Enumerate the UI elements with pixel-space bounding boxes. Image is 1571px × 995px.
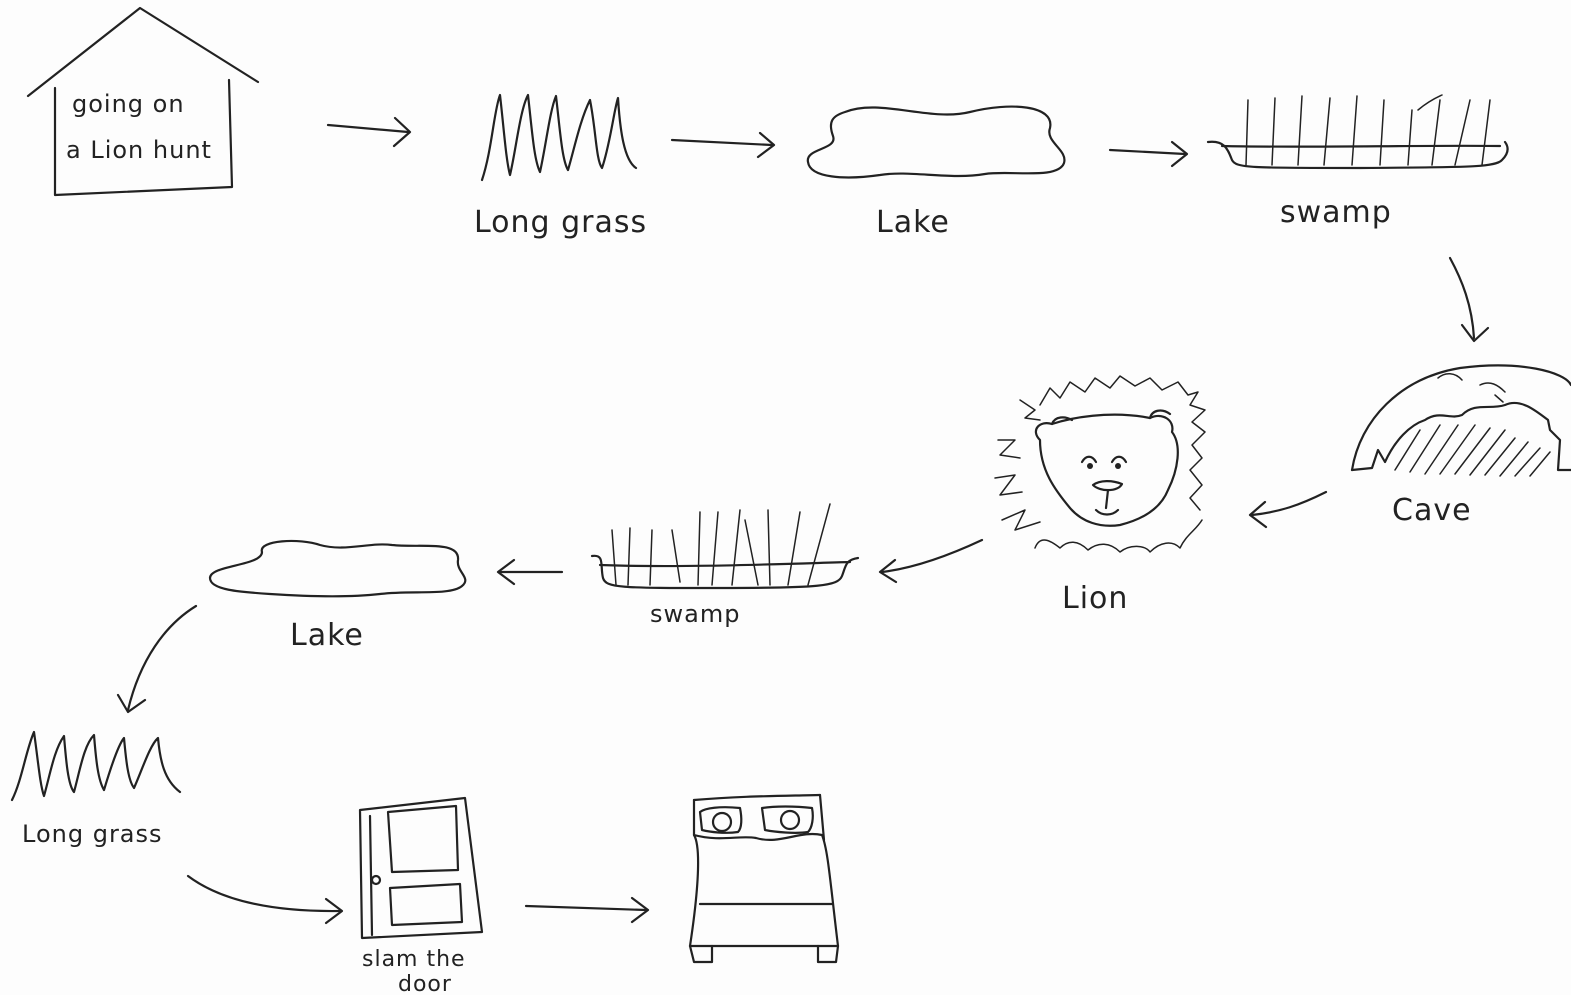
lake-label-2: Lake: [290, 618, 364, 653]
cave-node: Cave: [1352, 365, 1571, 528]
long-grass-node-2: Long grass: [12, 732, 180, 848]
swamp-icon: [1208, 95, 1508, 168]
grass-icon: [12, 732, 180, 800]
arrow-cave-to-lion: [1250, 492, 1326, 527]
lion-node: Lion: [995, 376, 1205, 616]
start-node: going on a Lion hunt: [28, 8, 258, 195]
swamp-node-1: swamp: [1208, 95, 1508, 230]
bed-node: [690, 795, 838, 962]
door-icon: [360, 798, 482, 938]
lion-label: Lion: [1062, 581, 1128, 616]
swamp-node-2: swamp: [592, 504, 858, 628]
arrow-lion-to-swamp: [880, 540, 982, 582]
swamp-label-2: swamp: [650, 600, 740, 628]
start-label-line2: a Lion hunt: [66, 136, 212, 164]
cave-label: Cave: [1392, 493, 1472, 528]
start-label-line1: going on: [72, 90, 185, 118]
arrow-grass-to-lake: [672, 133, 774, 157]
lake-icon: [210, 541, 465, 596]
arrow-grass-to-door: [188, 876, 342, 923]
long-grass-node-1: Long grass: [474, 95, 647, 240]
arrow-lake-to-grass: [118, 606, 196, 712]
lake-label-1: Lake: [876, 205, 950, 240]
swamp-icon: [592, 504, 858, 588]
arrow-door-to-bed: [526, 898, 648, 922]
door-label-line2: door: [398, 972, 452, 995]
lake-node-1: Lake: [808, 107, 1065, 240]
long-grass-label-1: Long grass: [474, 205, 647, 240]
lion-icon: [995, 376, 1205, 552]
arrow-swamp-to-lake: [498, 560, 562, 584]
long-grass-label-2: Long grass: [22, 820, 163, 848]
swamp-label-1: swamp: [1280, 195, 1392, 230]
grass-icon: [482, 95, 636, 180]
lake-node-2: Lake: [210, 541, 465, 653]
arrow-lake-to-swamp: [1110, 142, 1187, 166]
door-node: slam the door: [360, 798, 482, 995]
lake-icon: [808, 107, 1065, 178]
arrow-house-to-grass: [328, 118, 410, 146]
cave-icon: [1352, 365, 1571, 476]
arrow-swamp-to-cave: [1450, 258, 1488, 341]
door-label-line1: slam the: [362, 947, 466, 972]
bed-icon: [690, 795, 838, 962]
